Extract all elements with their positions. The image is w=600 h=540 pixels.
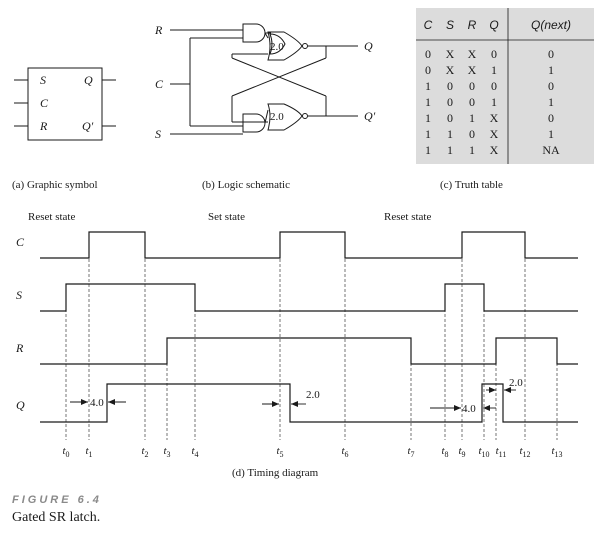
schematic-r-label: R — [154, 23, 163, 37]
logic-schematic — [170, 23, 358, 135]
waveform-r — [40, 337, 578, 365]
state-label-reset-2: Reset state — [384, 211, 431, 223]
delay-label-4: 2.0 — [509, 377, 523, 389]
truth-table-cell: 0 — [548, 79, 554, 93]
truth-table-cell: 1 — [425, 79, 431, 93]
caption-d: (d) Timing diagram — [232, 467, 319, 479]
symbol-qbar-label: Q′ — [82, 119, 94, 133]
graphic-symbol — [14, 67, 116, 141]
truth-table-cell: X — [446, 47, 455, 61]
timing-s-label: S — [16, 288, 22, 302]
schematic-qbar-label: Q′ — [364, 109, 376, 123]
truth-table-cell: 1 — [447, 127, 453, 141]
time-mark-label: t8 — [441, 445, 448, 459]
truth-table-cell: 1 — [425, 111, 431, 125]
truth-table-cell: X — [446, 63, 455, 77]
figure-title: Gated SR latch. — [12, 510, 101, 525]
truth-table-bg — [416, 8, 594, 164]
truth-table-cell: 0 — [425, 63, 431, 77]
truth-table-header: R — [468, 18, 477, 32]
time-mark-label: t5 — [276, 445, 283, 459]
time-mark-label: t2 — [141, 445, 148, 459]
truth-table-header: S — [446, 18, 454, 32]
truth-table-cell: 0 — [425, 47, 431, 61]
truth-table-header: Q(next) — [531, 18, 571, 32]
truth-table-cell: 0 — [548, 47, 554, 61]
truth-table-cell: 1 — [548, 127, 554, 141]
truth-table-header: C — [424, 18, 433, 32]
truth-table-cell: 0 — [447, 79, 453, 93]
schematic-c-label: C — [155, 77, 164, 91]
truth-table-cell: X — [468, 63, 477, 77]
time-mark-label: t6 — [341, 445, 348, 459]
time-mark-label: t9 — [458, 445, 465, 459]
delay-label-3: 4.0 — [462, 403, 476, 415]
schematic-s-label: S — [155, 127, 161, 141]
timing-q-label: Q — [16, 398, 25, 412]
truth-table-cell: X — [490, 111, 499, 125]
waveform-q — [40, 383, 578, 423]
truth-table-cell: X — [468, 47, 477, 61]
timing-guides — [65, 234, 558, 440]
truth-table-cell: 0 — [548, 111, 554, 125]
truth-table-cell: 0 — [469, 95, 475, 109]
bottom-gate-delay: 2.0 — [270, 111, 284, 123]
state-label-reset-1: Reset state — [28, 211, 75, 223]
truth-table-cell: 0 — [491, 79, 497, 93]
truth-table-cell: 1 — [491, 95, 497, 109]
truth-table-cell: 1 — [469, 111, 475, 125]
truth-table-cell: 1 — [491, 63, 497, 77]
truth-table-cell: 0 — [447, 95, 453, 109]
symbol-q-label: Q — [84, 73, 93, 87]
time-mark-label: t11 — [496, 445, 507, 459]
time-mark-label: t1 — [85, 445, 92, 459]
top-gate-delay: 2.0 — [270, 41, 284, 53]
truth-table-cell: 1 — [425, 95, 431, 109]
figure-label: FIGURE 6.4 — [12, 494, 102, 506]
caption-c: (c) Truth table — [440, 179, 503, 191]
bottom-output-gate — [267, 103, 303, 131]
symbol-r-label: R — [39, 119, 48, 133]
truth-table-cell: 0 — [469, 79, 475, 93]
truth-table-cell: X — [490, 143, 499, 157]
truth-table-cell: 1 — [548, 63, 554, 77]
truth-table-header: Q — [489, 18, 498, 32]
waveform-c — [40, 231, 578, 259]
top-output-gate — [267, 31, 303, 61]
waveform-s — [40, 283, 578, 312]
truth-table-cell: 1 — [425, 143, 431, 157]
caption-a: (a) Graphic symbol — [12, 179, 98, 191]
time-mark-label: t3 — [163, 445, 170, 459]
time-mark-label: t13 — [551, 445, 562, 459]
truth-table-cell: 1 — [425, 127, 431, 141]
top-and-gate — [242, 23, 266, 43]
timing-r-label: R — [15, 341, 24, 355]
caption-b: (b) Logic schematic — [202, 179, 290, 191]
truth-table-cell: X — [490, 127, 499, 141]
truth-table-cell: 0 — [469, 127, 475, 141]
truth-table-cell: 1 — [548, 95, 554, 109]
symbol-s-label: S — [40, 73, 46, 87]
delay-label-1: 4.0 — [90, 397, 104, 409]
latch-symbol-box — [27, 67, 103, 141]
truth-table-cell: NA — [542, 143, 560, 157]
truth-table-cell: 1 — [447, 143, 453, 157]
time-mark-label: t7 — [407, 445, 414, 459]
delay-label-2: 2.0 — [306, 389, 320, 401]
bottom-and-gate — [242, 113, 266, 133]
top-nor-gate — [269, 33, 286, 55]
truth-table-cell: 0 — [491, 47, 497, 61]
time-mark-label: t12 — [519, 445, 530, 459]
symbol-c-label: C — [40, 96, 49, 110]
time-mark-label: t0 — [62, 445, 69, 459]
time-mark-label: t4 — [191, 445, 198, 459]
timing-c-label: C — [16, 235, 25, 249]
time-mark-label: t10 — [478, 445, 489, 459]
state-label-set: Set state — [208, 211, 245, 223]
truth-table-cell: 1 — [469, 143, 475, 157]
schematic-q-label: Q — [364, 39, 373, 53]
truth-table-cell: 0 — [447, 111, 453, 125]
